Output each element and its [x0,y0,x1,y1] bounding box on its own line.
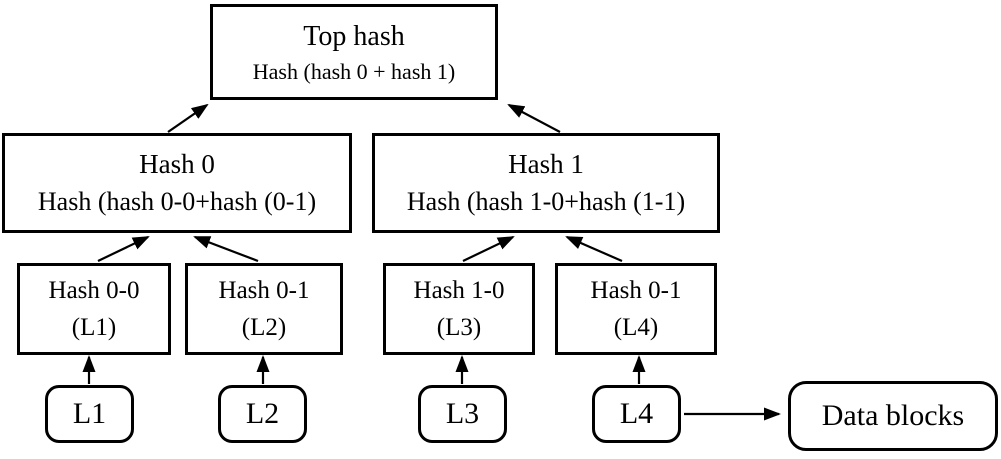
block-label: L4 [619,397,654,431]
block-label: L2 [245,397,280,431]
node-title: Hash 1-0 [413,276,505,304]
arrow-leaf11-to-hash1 [565,235,623,263]
arrow-leaf00-to-hash0 [97,236,150,262]
block-label: L3 [445,397,480,431]
node-data-blocks: Data blocks [788,381,998,451]
node-title: Hash 0 [139,148,215,179]
arrow-leaf01-to-hash0 [193,235,259,263]
node-subtitle: (L2) [241,314,287,341]
node-title: Top hash [303,20,405,52]
arrow-hash1-to-top [507,104,561,133]
node-hash-0-1-l4: Hash 0-1 (L4) [555,263,717,355]
node-hash-0-0: Hash 0-0 (L1) [17,263,171,355]
node-subtitle: Hash (hash 0 + hash 1) [252,58,456,84]
node-top-hash: Top hash Hash (hash 0 + hash 1) [210,4,498,100]
node-hash-1-0: Hash 1-0 (L3) [383,263,535,355]
node-title: Hash 0-1 [218,276,310,304]
node-subtitle: Hash (hash 1-0+hash (1-1) [406,186,686,216]
arrow-leaf10-to-hash1 [462,236,515,262]
block-label: L1 [72,397,107,431]
node-subtitle: (L3) [436,314,482,341]
node-block-l1: L1 [45,385,134,443]
node-hash-0: Hash 0 Hash (hash 0-0+hash (0-1) [2,133,352,233]
node-block-l2: L2 [218,385,307,443]
node-title: Hash 1 [508,148,584,179]
node-subtitle: Hash (hash 0-0+hash (0-1) [37,186,317,216]
node-hash-1: Hash 1 Hash (hash 1-0+hash (1-1) [372,133,720,233]
node-title: Hash 0-0 [48,276,140,304]
node-subtitle: (L1) [71,314,117,341]
node-title: Hash 0-1 [590,276,682,304]
arrow-hash0-to-top [167,103,209,133]
node-hash-0-1: Hash 0-1 (L2) [185,263,343,355]
node-block-l3: L3 [418,385,507,443]
node-block-l4: L4 [592,385,681,443]
data-blocks-label: Data blocks [821,399,965,433]
node-subtitle: (L4) [613,314,659,341]
